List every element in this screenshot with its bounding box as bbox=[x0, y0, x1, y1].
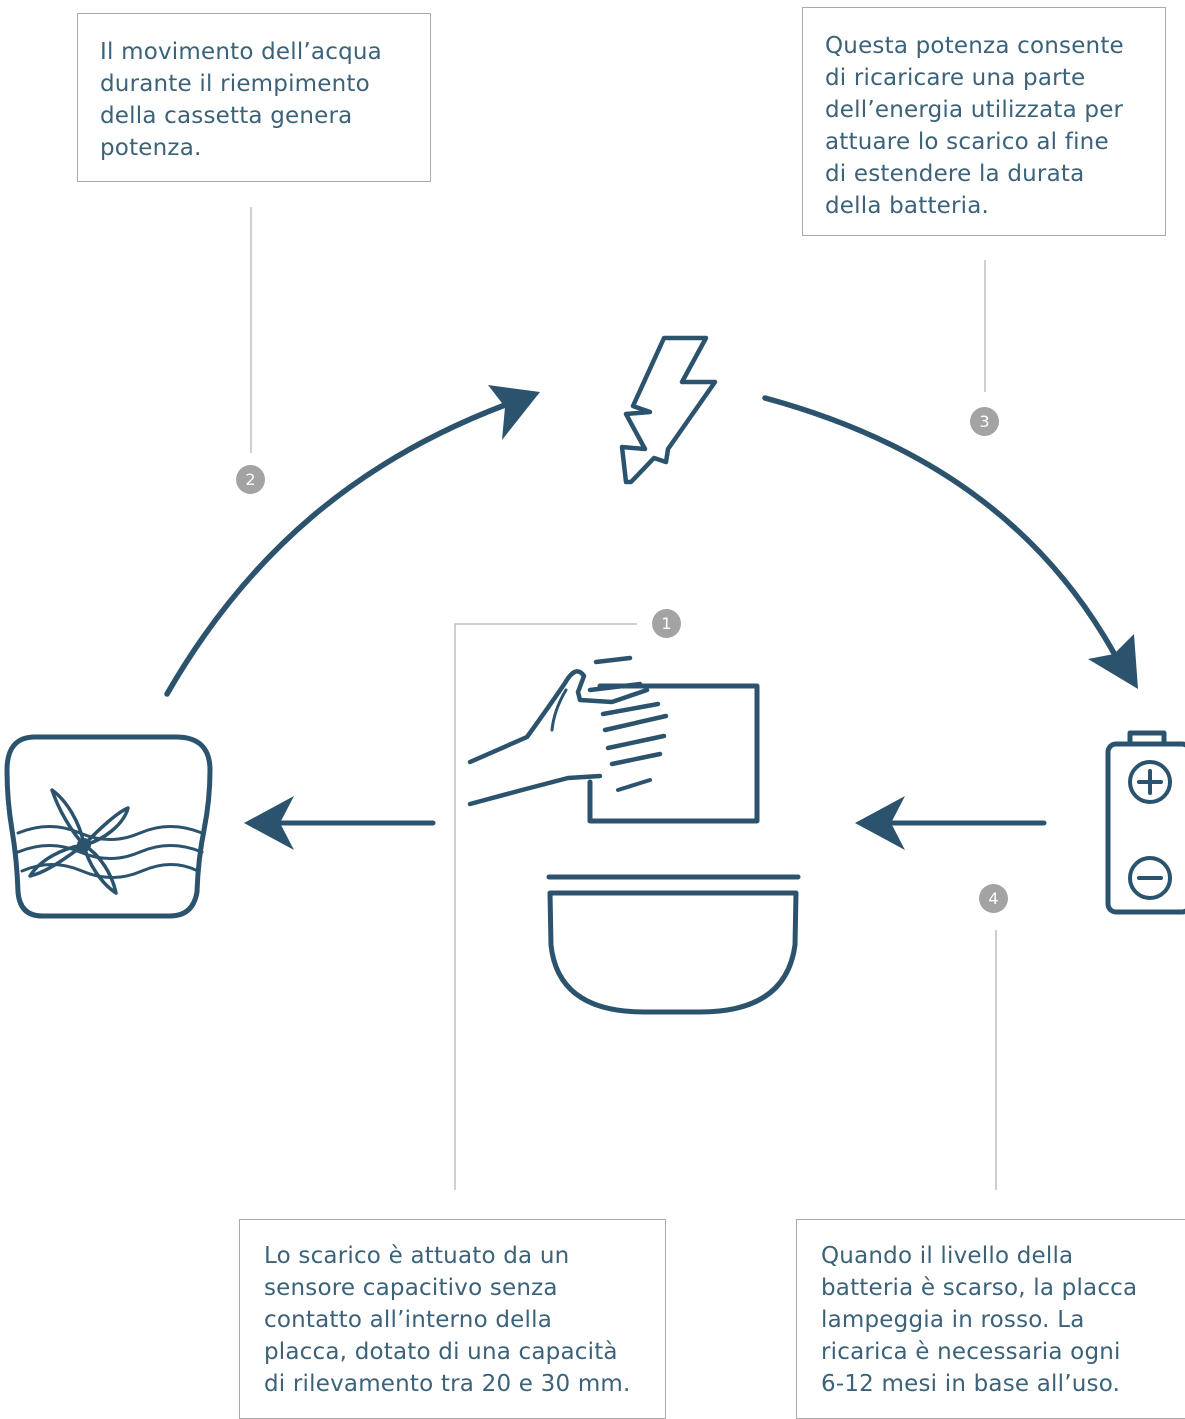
leader-lines bbox=[250, 207, 997, 1190]
step-3-callout: Questa potenza consente di ricaricare un… bbox=[802, 7, 1166, 236]
step-1-text: Lo scarico è attuato da un sensore capac… bbox=[264, 1243, 631, 1397]
step-2-callout: Il movimento dell’acqua durante il riemp… bbox=[77, 13, 431, 182]
arrow-battery-to-sensor bbox=[855, 796, 1047, 850]
step-4-callout: Quando il livello della batteria è scars… bbox=[796, 1219, 1185, 1419]
step-3-badge: 3 bbox=[970, 407, 999, 436]
step-1-badge: 1 bbox=[652, 609, 681, 638]
arrow-sensor-to-turbine bbox=[244, 796, 436, 850]
step-4-text: Quando il livello della batteria è scars… bbox=[821, 1243, 1138, 1397]
toilet-bowl-icon bbox=[546, 874, 801, 1015]
hand-sensor-icon bbox=[467, 655, 760, 824]
water-turbine-icon bbox=[4, 734, 213, 919]
arrow-lightning-to-battery bbox=[762, 395, 1138, 689]
lightning-icon bbox=[619, 335, 718, 485]
step-2-text: Il movimento dell’acqua durante il riemp… bbox=[100, 39, 382, 161]
step-4-badge: 4 bbox=[979, 884, 1008, 913]
arrow-turbine-to-lightning bbox=[164, 385, 540, 697]
step-1-callout: Lo scarico è attuato da un sensore capac… bbox=[239, 1219, 666, 1419]
step-2-badge: 2 bbox=[236, 465, 265, 494]
step-3-text: Questa potenza consente di ricaricare un… bbox=[825, 33, 1124, 219]
battery-icon bbox=[1105, 730, 1185, 915]
